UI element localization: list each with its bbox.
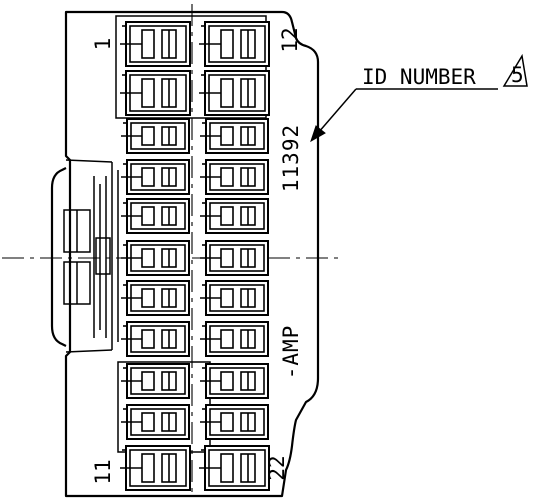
id-number-text: 11392 — [279, 124, 303, 192]
revision-triangle-icon — [502, 53, 528, 87]
id-number-callout-label: ID NUMBER — [362, 65, 476, 89]
pin-cavity-7 — [121, 280, 190, 316]
pin-cavity-20 — [200, 363, 269, 399]
pin-cavity-12 — [199, 21, 270, 67]
pin-cavity-14 — [200, 118, 269, 154]
pin-cavity-1 — [120, 21, 191, 67]
pin-label-12: 12 — [278, 27, 302, 52]
pin-cavity-21 — [200, 404, 269, 440]
pin-cavity-3 — [121, 118, 190, 154]
revision-number: 5 — [511, 63, 524, 87]
pin-cavity-11 — [120, 445, 191, 491]
pin-cavity-22 — [199, 445, 270, 491]
pin-cavity-17 — [200, 240, 269, 276]
pin-cavity-15 — [200, 159, 269, 195]
id-number-callout: ID NUMBER 5 — [310, 53, 528, 143]
pin-cavity-grid — [120, 21, 270, 491]
pin-label-22: 22 — [265, 455, 289, 480]
pin-cavity-8 — [121, 321, 190, 357]
pin-cavity-10 — [121, 404, 190, 440]
pin-cavity-5 — [121, 198, 190, 234]
pin-cavity-16 — [200, 198, 269, 234]
pin-cavity-6 — [121, 240, 190, 276]
pin-cavity-19 — [200, 321, 269, 357]
maker-text: -AMP — [279, 325, 303, 380]
latch-assembly — [50, 159, 119, 353]
pin-cavity-18 — [200, 280, 269, 316]
pin-cavity-4 — [121, 159, 190, 195]
pin-cavity-9 — [121, 363, 190, 399]
pin-cavity-2 — [120, 70, 191, 116]
pin-label-1: 1 — [91, 38, 115, 51]
connector-housing-outline — [64, 10, 320, 498]
pin-cavity-13 — [199, 70, 270, 116]
pin-label-11: 11 — [91, 459, 115, 484]
